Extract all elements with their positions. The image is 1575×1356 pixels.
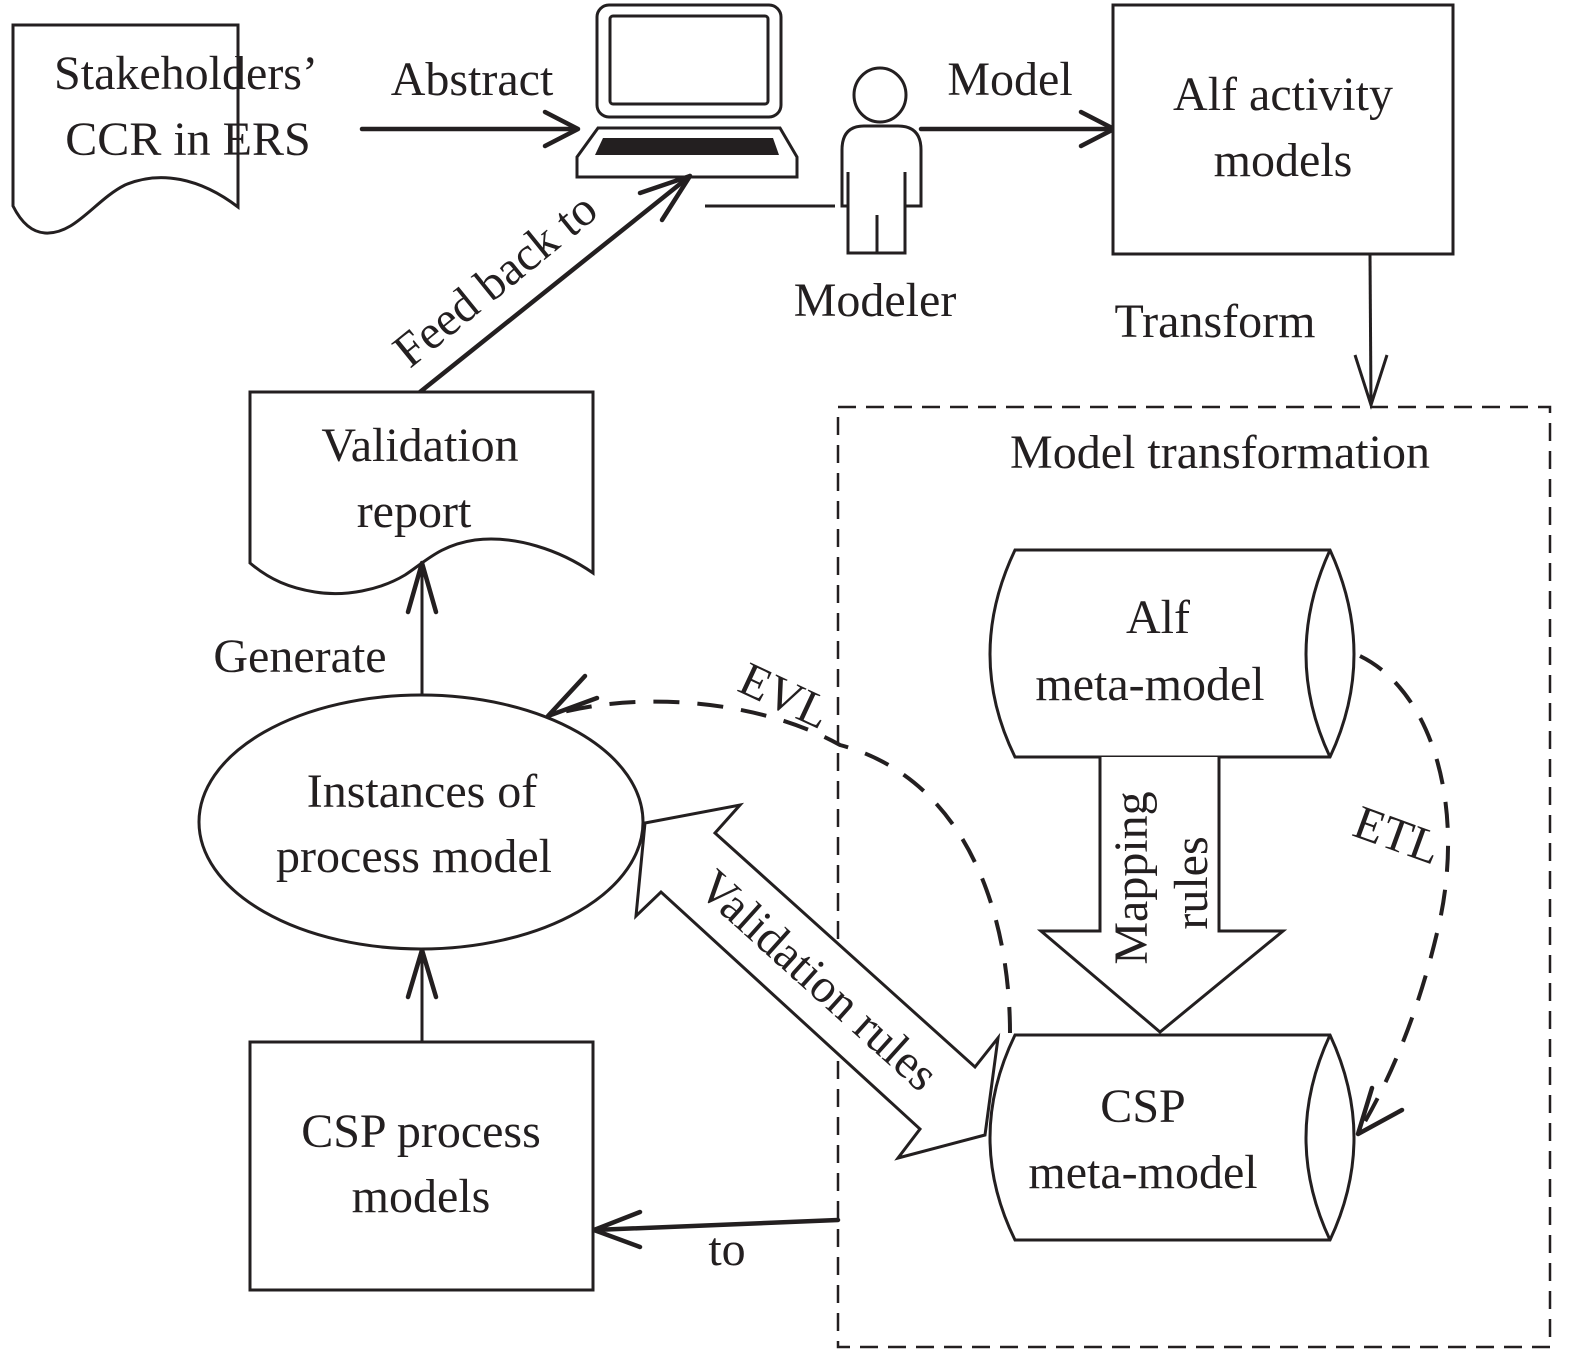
feed-back-arrow: Feed back to — [383, 173, 693, 395]
alf-meta-label-line2: meta-model — [1035, 658, 1264, 711]
to-arrow: to — [591, 1209, 841, 1276]
generate-arrow: Generate — [213, 560, 439, 695]
model-label: Model — [947, 53, 1072, 106]
model-transformation-title: Model transformation — [1010, 426, 1430, 479]
csp-meta-label-line2: meta-model — [1028, 1146, 1257, 1199]
model-arrow: Model — [918, 53, 1117, 149]
csp-process-label-line1: CSP process — [301, 1105, 541, 1158]
csp-to-instances-arrow — [405, 947, 439, 1042]
validation-rules-label: Validation rules — [688, 860, 948, 1102]
instances-process-model-ellipse: Instances of process model — [197, 693, 645, 951]
csp-meta-label-line1: CSP — [1100, 1080, 1185, 1133]
alf-meta-model-cylinder: Alf meta-model — [988, 548, 1356, 759]
stakeholders-ccr-label-line1: Stakeholders’ — [54, 47, 318, 100]
to-label: to — [708, 1223, 745, 1276]
stakeholders-ccr-document: Stakeholders’ CCR in ERS — [11, 23, 318, 235]
etl-label: ETL — [1347, 795, 1448, 875]
alf-activity-label-line2: models — [1214, 134, 1353, 187]
validation-report-document: Validation report — [248, 390, 595, 596]
person-icon — [840, 66, 923, 255]
abstract-label: Abstract — [391, 53, 554, 106]
validation-report-label-line1: Validation — [321, 419, 518, 472]
evl-label: EVL — [731, 652, 838, 739]
transform-label: Transform — [1115, 295, 1316, 348]
laptop-icon — [575, 3, 799, 179]
alf-activity-models-box: Alf activity models — [1111, 3, 1455, 256]
csp-process-models-box: CSP process models — [248, 1040, 595, 1292]
csp-process-label-line2: models — [352, 1170, 491, 1223]
csp-meta-model-cylinder: CSP meta-model — [988, 1033, 1356, 1242]
model-transformation-container: Model transformation — [836, 405, 1552, 1349]
feed-back-label: Feed back to — [383, 182, 607, 378]
mapping-rules-arrow: Mapping rules — [1036, 757, 1288, 1034]
validation-report-label-line2: report — [357, 485, 472, 538]
stakeholders-ccr-label-line2: CCR in ERS — [65, 113, 310, 166]
alf-activity-label-line1: Alf activity — [1173, 68, 1393, 121]
instances-label-line2: process model — [276, 830, 552, 883]
instances-label-line1: Instances of — [307, 765, 538, 818]
transform-arrow: Transform — [1115, 253, 1389, 410]
alf-meta-label-line1: Alf — [1126, 591, 1190, 644]
generate-label: Generate — [213, 630, 386, 683]
modeler-label: Modeler — [794, 274, 957, 327]
etl-arrow: ETL — [1347, 654, 1451, 1137]
abstract-arrow: Abstract — [359, 53, 581, 149]
validation-rules-arrow: Validation rules — [634, 802, 1001, 1161]
mapping-rules-label-line1: Mapping — [1105, 791, 1158, 964]
mapping-rules-label-line2: rules — [1165, 836, 1218, 929]
